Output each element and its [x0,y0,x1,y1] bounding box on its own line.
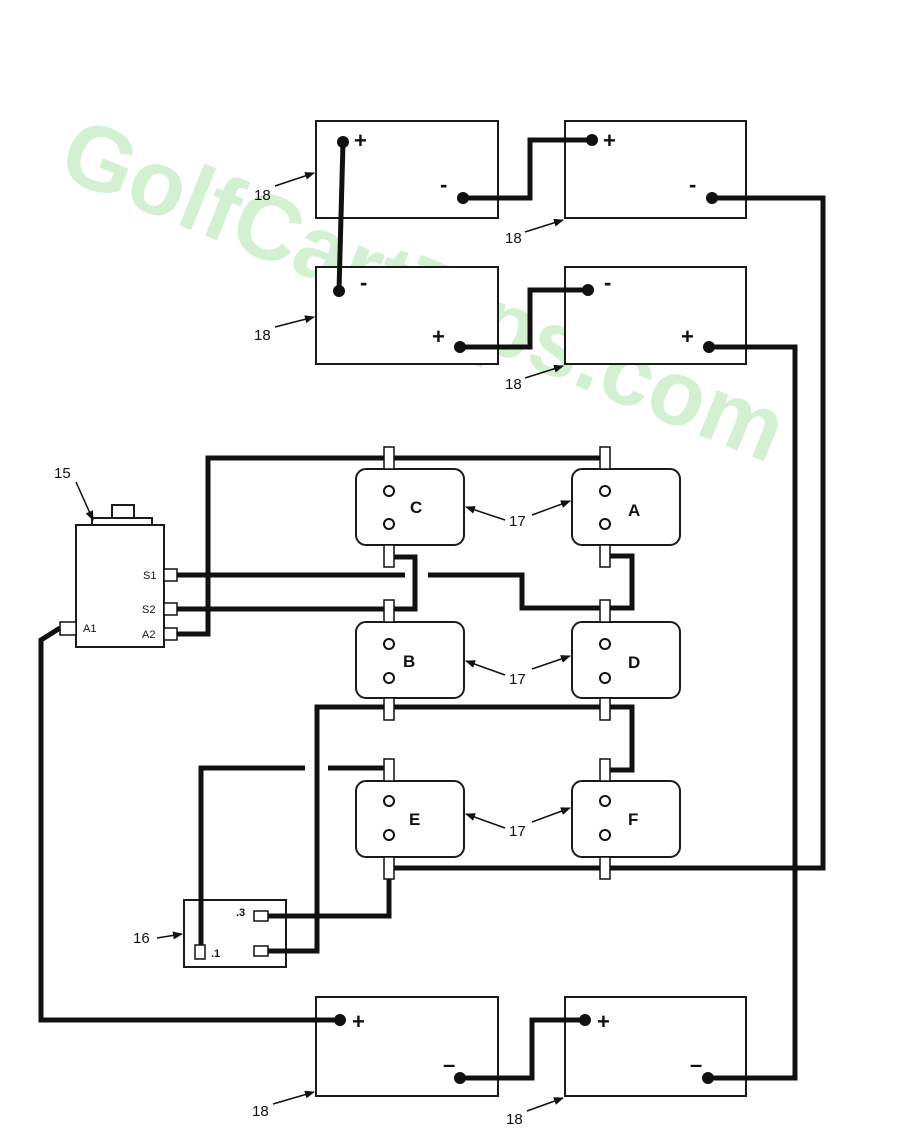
terminal-a1-label: A1 [83,623,96,635]
reference-labels: 18 18 18 18 18 18 15 17 17 17 16 [54,172,571,1128]
battery-minus-sign: – [690,1052,702,1077]
battery-plus-sign: + [354,128,367,153]
battery-plus-sign: + [681,324,694,349]
terminal-s1-label: S1 [143,570,156,582]
microswitch-ref-label: 16 [133,930,150,947]
svg-text:C: C [410,498,422,517]
battery-minus-sign: – [443,1052,455,1077]
contact-block-e: E [355,780,465,858]
contact-block-c: C [355,468,465,546]
battery-plus-sign: + [432,324,445,349]
contact-block-a: A [571,468,681,546]
contact-posts [383,446,611,880]
battery-bottom-right: + – [564,996,747,1097]
switch-ref-label: 17 [509,671,526,688]
battery-ref-label: 18 [254,187,271,204]
terminal-s2-label: S2 [142,604,155,616]
switch-ref-label: 17 [509,513,526,530]
svg-text:D: D [628,653,640,672]
terminal-3-label: .3 [236,907,245,919]
battery-plus-sign: + [597,1009,610,1034]
svg-text:E: E [409,810,420,829]
battery-terminals [333,134,718,1084]
battery-plus-sign: + [603,128,616,153]
battery-minus-sign: - [360,270,367,295]
terminal-a2-label: A2 [142,629,155,641]
battery-bottom-left: + – [315,996,499,1097]
battery-ref-label: 18 [506,1111,523,1128]
solenoid-ref-label: 15 [54,465,71,482]
battery-plus-sign: + [352,1009,365,1034]
battery-ref-label: 18 [254,327,271,344]
switch-ref-label: 17 [509,823,526,840]
contact-block-d: D [571,621,681,699]
battery-ref-label: 18 [505,230,522,247]
battery-minus-sign: - [604,270,611,295]
battery-minus-sign: - [689,172,696,197]
svg-text:B: B [403,652,415,671]
terminal-1-label: .1 [211,948,220,960]
solenoid: S1 S2 A2 A1 [59,504,178,648]
contact-block-b: B [355,621,465,699]
svg-text:A: A [628,501,640,520]
battery-minus-sign: - [440,172,447,197]
battery-ref-label: 18 [252,1103,269,1120]
svg-text:F: F [628,810,638,829]
contact-block-f: F [571,780,681,858]
battery-second-left: - + [315,266,499,365]
battery-ref-label: 18 [505,376,522,393]
